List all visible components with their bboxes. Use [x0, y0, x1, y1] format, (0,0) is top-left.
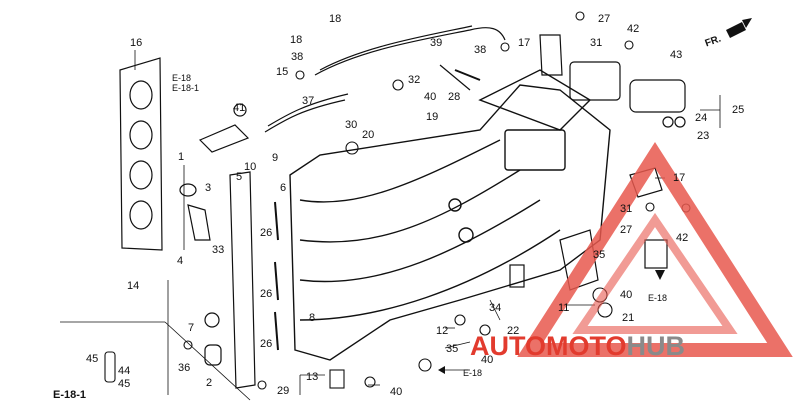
callout-c21: 21 — [622, 312, 635, 324]
callout-c27a: 27 — [598, 13, 611, 25]
callout-c40c: 40 — [481, 354, 494, 366]
ref-label-r5: E-18-1 — [53, 389, 87, 401]
callout-c42b: 42 — [676, 232, 689, 244]
callout-c17a: 17 — [518, 37, 531, 49]
callout-c26a: 26 — [260, 227, 273, 239]
watermark-part2: HUB — [626, 331, 686, 361]
intake-gasket — [119, 57, 163, 251]
ref-label-r1: E-18 — [172, 73, 192, 83]
fuel-rail — [179, 103, 256, 389]
callout-c45b: 45 — [118, 378, 131, 390]
callout-c42a: 42 — [627, 23, 640, 35]
callout-c41: 41 — [233, 102, 246, 114]
callout-c36: 36 — [178, 362, 191, 374]
callout-c10: 10 — [244, 161, 257, 173]
callout-c38b: 38 — [474, 44, 487, 56]
idle-air-control-valve — [539, 34, 686, 128]
callout-c18a: 18 — [329, 13, 342, 25]
callout-c34: 34 — [489, 302, 502, 314]
callout-c22: 22 — [507, 325, 520, 337]
callout-c4: 4 — [177, 255, 184, 267]
warning-triangle-icon — [517, 142, 793, 357]
callout-c3: 3 — [205, 182, 212, 194]
reference-arrows — [438, 270, 665, 374]
callout-c40b: 40 — [620, 289, 633, 301]
callout-c13: 13 — [306, 371, 319, 383]
callout-c37: 37 — [302, 95, 315, 107]
intake-manifold — [289, 69, 611, 361]
fasteners — [104, 11, 691, 390]
callout-c38a: 38 — [291, 51, 304, 63]
callout-c35b: 35 — [446, 343, 459, 355]
watermark-part1: AUTOMOTO — [470, 331, 627, 361]
ref-label-r3: E-18 — [648, 293, 668, 303]
callout-c1: 1 — [178, 151, 185, 163]
callout-c16: 16 — [130, 37, 143, 49]
callout-c2: 2 — [206, 377, 213, 389]
vacuum-hoses — [264, 25, 506, 133]
callout-c8: 8 — [309, 312, 316, 324]
callout-c20: 20 — [362, 129, 375, 141]
fr-arrow — [726, 18, 752, 38]
callout-c31b: 31 — [620, 203, 633, 215]
callout-c33: 33 — [212, 244, 225, 256]
callout-c27b: 27 — [620, 224, 633, 236]
callout-c17b: 17 — [673, 172, 686, 184]
watermark-logo: AUTOMOTOHUB — [470, 333, 685, 360]
callout-c43: 43 — [670, 49, 683, 61]
callout-c39: 39 — [430, 37, 443, 49]
callout-c12: 12 — [436, 325, 449, 337]
callout-c31a: 31 — [590, 37, 603, 49]
callout-c25: 25 — [732, 104, 745, 116]
callout-c45a: 45 — [86, 353, 99, 365]
callout-c26c: 26 — [260, 338, 273, 350]
callout-c26b: 26 — [260, 288, 273, 300]
callout-c23: 23 — [697, 130, 710, 142]
callout-c35a: 35 — [593, 249, 606, 261]
callout-c15: 15 — [276, 66, 289, 78]
callout-c40a: 40 — [424, 91, 437, 103]
callout-c24: 24 — [695, 112, 708, 124]
callout-c28: 28 — [448, 91, 461, 103]
callout-c40d: 40 — [390, 386, 403, 398]
callout-c44: 44 — [118, 365, 131, 377]
ref-label-r2: E-18-1 — [172, 83, 200, 93]
ref-label-r4: E-18 — [463, 368, 483, 378]
callout-c30: 30 — [345, 119, 358, 131]
studs — [274, 69, 481, 351]
callout-c29: 29 — [277, 385, 290, 397]
callout-c19: 19 — [426, 111, 439, 123]
callout-c14: 14 — [127, 280, 140, 292]
callout-c9: 9 — [272, 152, 279, 164]
callout-c5: 5 — [236, 171, 243, 183]
callout-c32: 32 — [408, 74, 421, 86]
callout-c6: 6 — [280, 182, 287, 194]
callout-c11: 11 — [558, 302, 570, 314]
callout-c18b: 18 — [290, 34, 303, 46]
callout-c7: 7 — [188, 322, 195, 334]
